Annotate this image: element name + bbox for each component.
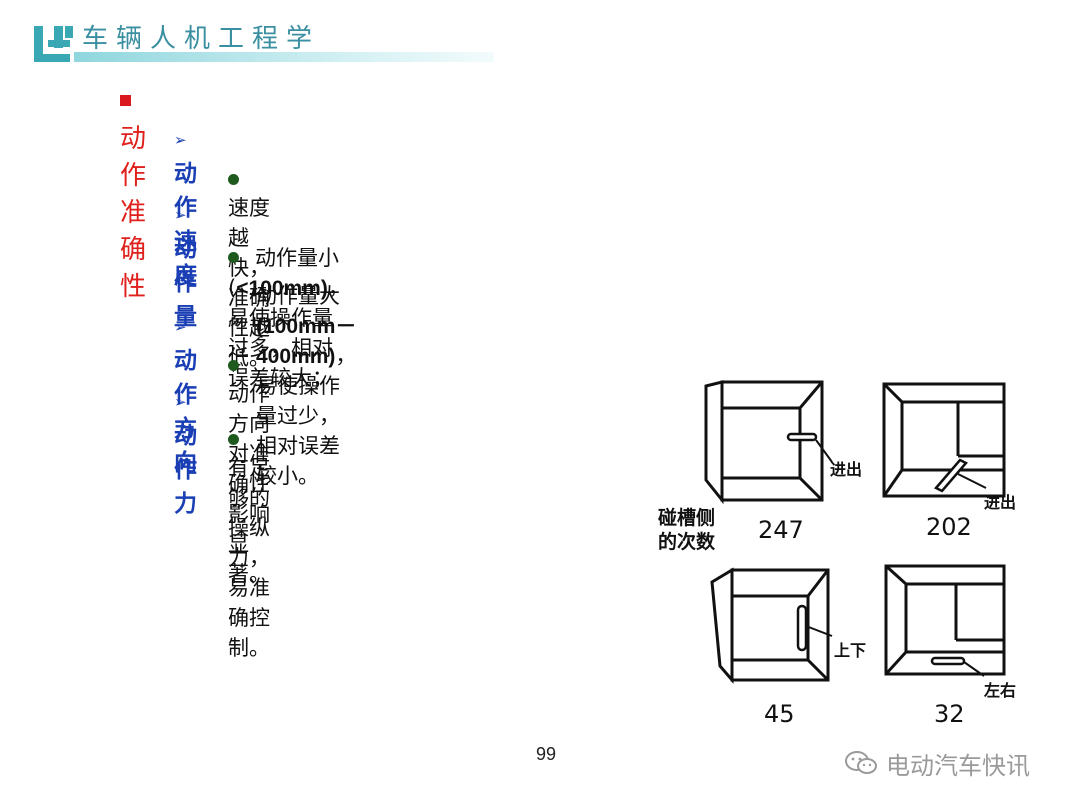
box4-count: 32 xyxy=(934,700,965,728)
box3-direction-label: 上下 xyxy=(834,641,866,660)
bullet-force: 有足够的操纵力，易准确控制。 xyxy=(228,428,270,662)
box4-direction-label: 左右 xyxy=(983,681,1016,700)
arrow-bullet-icon: ➢ xyxy=(174,206,187,224)
slide-header: 车辆人机工程学 xyxy=(0,0,1080,80)
bullet-text-bold: <100mm) xyxy=(236,277,328,300)
bullet-text-bold: (100mm－400mm) xyxy=(256,315,357,368)
section-title-text: 动作方向 xyxy=(174,348,197,476)
box-in-out-left xyxy=(704,380,833,505)
box2-count: 202 xyxy=(926,513,972,541)
section-title-speed: ➢动作速度 xyxy=(174,128,197,290)
arrow-bullet-icon: ➢ xyxy=(174,393,187,411)
dot-bullet-icon xyxy=(228,173,239,185)
box3-count: 45 xyxy=(764,700,795,728)
bullet-text: 动作量大 xyxy=(256,284,340,308)
section-title-direction: ➢动作方向 xyxy=(174,315,197,477)
side-label-line2: 的次数 xyxy=(658,530,716,553)
bullet-text: 动作方向对准确性影响显著。 xyxy=(228,382,270,586)
box-up-down xyxy=(710,567,833,685)
bullet-text: 动作量小( xyxy=(228,246,339,300)
page-number: 99 xyxy=(536,744,557,764)
course-logo xyxy=(34,26,73,62)
bullet-text: ，易使操作量过少，相对误差较小。 xyxy=(256,344,357,488)
dot-bullet-icon xyxy=(228,433,239,445)
header-title: 车辆人机工程学 xyxy=(82,24,321,54)
box2-direction-label: 进出 xyxy=(984,493,1016,512)
box-left-right xyxy=(884,564,1006,677)
side-label-line1: 碰槽侧 xyxy=(658,506,715,529)
header-underline xyxy=(74,52,494,62)
heading-text: 动作准确性 xyxy=(120,124,147,302)
arrow-bullet-icon: ➢ xyxy=(174,131,187,149)
arrow-bullet-icon: ➢ xyxy=(174,318,187,336)
bullet-text: 速度越快，准确性越低。 xyxy=(228,196,270,370)
bullet-speed: 速度越快，准确性越低。 xyxy=(228,168,270,372)
section-title-text: 动作速度 xyxy=(174,161,197,289)
bullet-text: ，易使操作量过多，相对误差较大； xyxy=(228,276,349,390)
bullet-direction: 动作方向对准确性影响显著。 xyxy=(228,354,270,588)
section-title-text: 动作量 xyxy=(174,236,197,330)
watermark-text: 电动汽车快讯 xyxy=(886,751,1030,780)
heading: 动作准确性 xyxy=(120,88,153,303)
section-title-text: 动作力 xyxy=(174,423,197,517)
slot-experiment-figure: 碰槽侧 的次数 进出 247 进出 202 上下 45 xyxy=(658,380,1016,728)
box1-direction-label: 进出 xyxy=(830,460,862,479)
wechat-icon xyxy=(845,751,877,774)
watermark: 电动汽车快讯 xyxy=(844,746,1030,780)
dot-bullet-icon xyxy=(228,251,239,263)
bullet-text: 有足够的操纵力，易准确控制。 xyxy=(228,456,270,660)
section-title-amount: ➢ 动作量 xyxy=(174,203,197,331)
bullet-amount-small: 动作量小(<100mm)，易使操作量过多，相对误差较大； xyxy=(228,242,349,392)
square-bullet-icon xyxy=(120,95,131,106)
bullet-amount-large: 动作量大 (100mm－400mm)，易使操作量过少，相对误差较小。 xyxy=(256,280,356,490)
box1-count: 247 xyxy=(758,516,804,544)
box-in-out-bottom xyxy=(882,382,1006,498)
section-title-force: ➢ 动作力 xyxy=(174,390,197,518)
dot-bullet-icon xyxy=(228,359,239,371)
